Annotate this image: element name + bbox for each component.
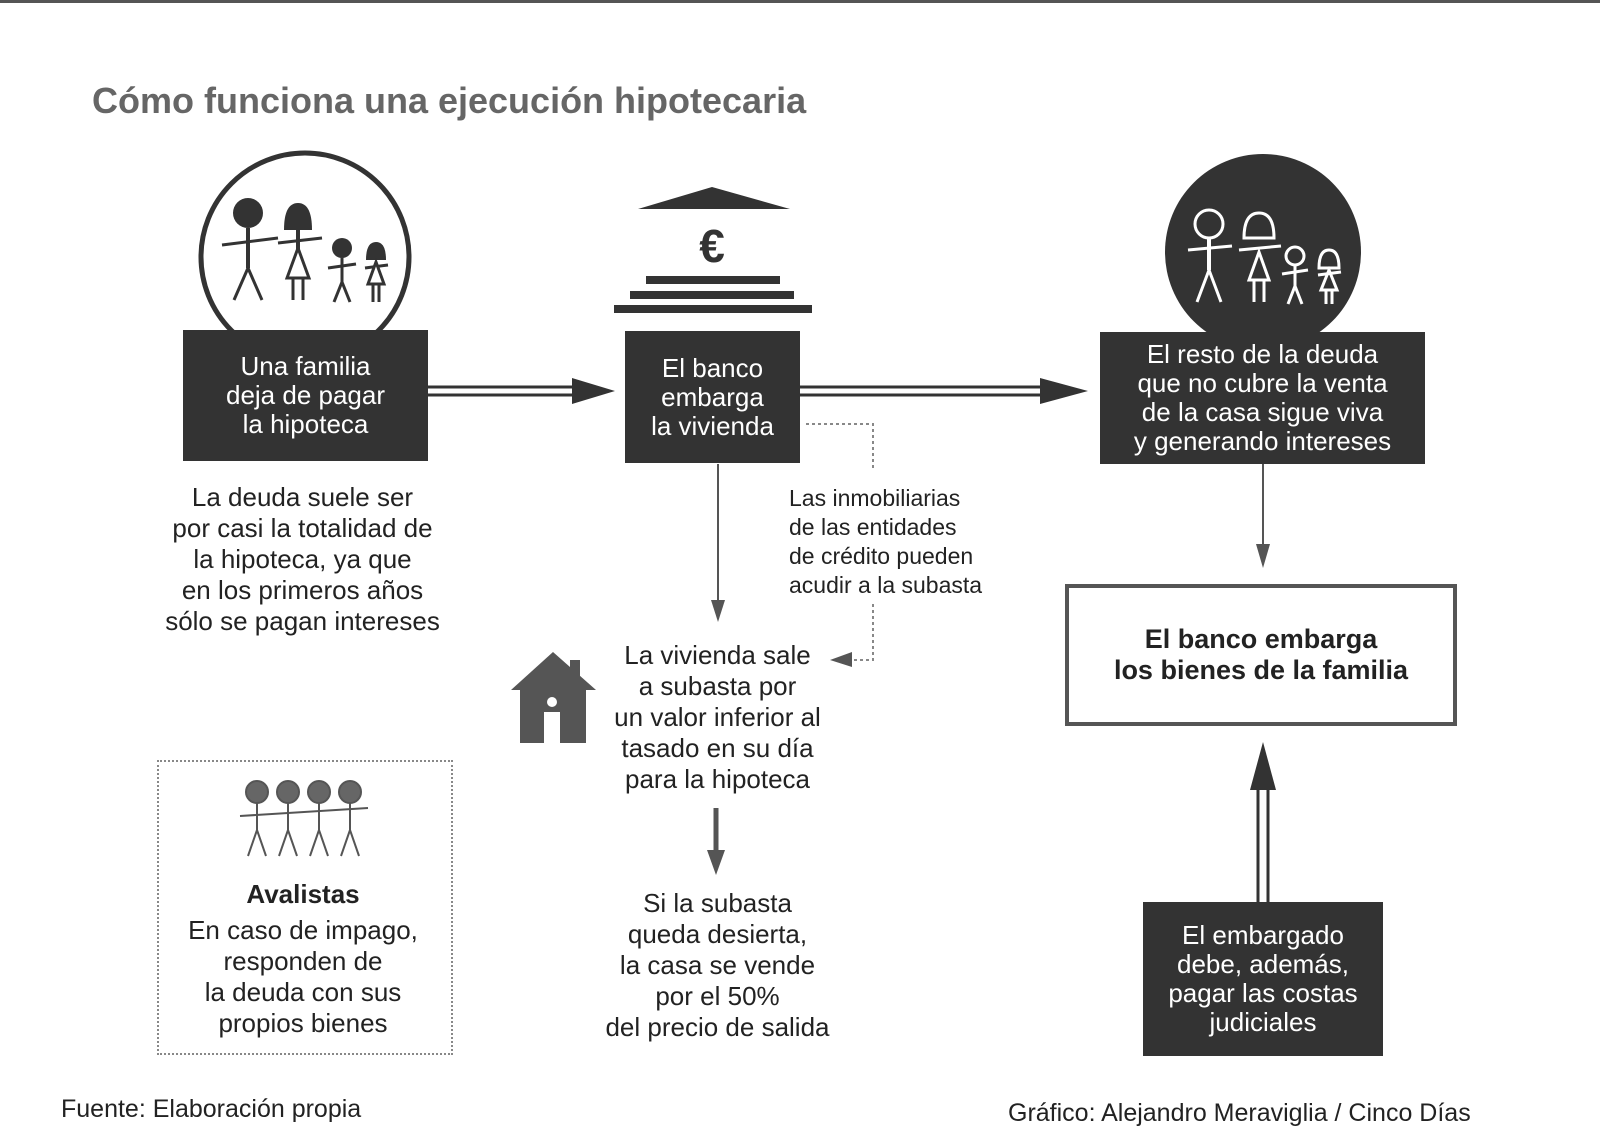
note-desierta: Si la subasta queda desierta, la casa se…: [605, 888, 830, 1042]
box-bienes: El banco embarga los bienes de la famili…: [1065, 584, 1457, 726]
dotted-connector: [806, 423, 874, 667]
arrow-resto-bienes: [1256, 464, 1270, 568]
page-title: Cómo funciona una ejecución hipotecaria: [92, 80, 807, 121]
arrow-banco-resto: [800, 378, 1088, 404]
house-icon: [511, 652, 596, 743]
top-rule: [0, 0, 1600, 3]
box-resto: El resto de la deuda que no cubre la ven…: [1100, 332, 1425, 464]
footer-source: Fuente: Elaboración propia: [61, 1095, 362, 1123]
avalistas-title: Avalistas: [246, 879, 360, 909]
bank-icon: €: [614, 187, 812, 313]
arrow-subasta-desierta: [707, 808, 725, 875]
note-subasta: La vivienda sale a subasta por un valor …: [614, 640, 821, 794]
box-familia: Una familia deja de pagar la hipoteca: [183, 330, 428, 461]
box-banco: El banco embarga la vivienda: [625, 331, 800, 463]
footer-credit: Gráfico: Alejandro Meraviglia / Cinco Dí…: [1008, 1099, 1471, 1127]
arrow-costas-bienes: [1250, 742, 1276, 902]
arrow-familia-banco: [428, 378, 615, 404]
avalistas-panel: [157, 760, 453, 1055]
family-dark-icon: [1165, 154, 1361, 350]
note-inmobiliarias: Las inmobiliarias de las entidades de cr…: [789, 485, 983, 598]
guarantors-icon: [239, 780, 369, 857]
family-icon: [198, 150, 412, 364]
box-costas: El embargado debe, además, pagar las cos…: [1143, 902, 1383, 1056]
arrow-banco-subasta: [711, 464, 725, 622]
avalistas-text: En caso de impago, responden de la deuda…: [188, 915, 418, 1038]
euro-symbol: €: [699, 220, 725, 272]
note-deuda: La deuda suele ser por casi la totalidad…: [165, 482, 440, 636]
